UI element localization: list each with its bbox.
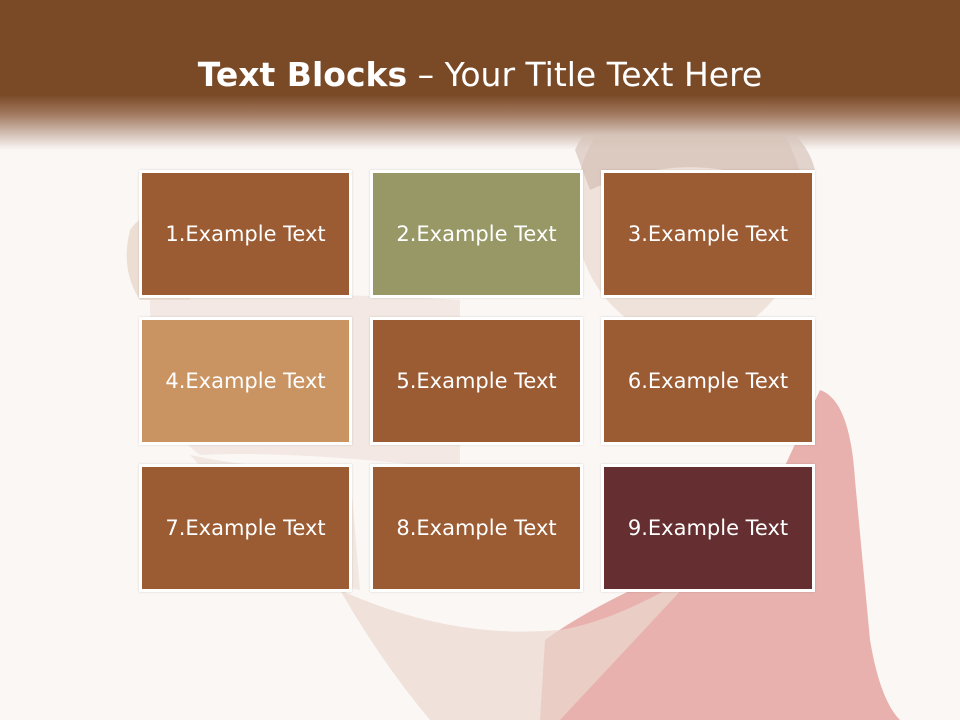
text-block-6[interactable]: 6.Example Text <box>601 317 815 445</box>
text-block-4[interactable]: 4.Example Text <box>139 317 352 445</box>
text-block-5[interactable]: 5.Example Text <box>370 317 583 445</box>
text-block-3[interactable]: 3.Example Text <box>601 170 815 298</box>
title-dash: – <box>407 55 445 94</box>
text-block-9[interactable]: 9.Example Text <box>601 464 815 592</box>
text-block-7[interactable]: 7.Example Text <box>139 464 352 592</box>
slide-title: Text Blocks – Your Title Text Here <box>0 52 960 98</box>
text-block-2[interactable]: 2.Example Text <box>370 170 583 298</box>
header-band <box>0 0 960 150</box>
text-block-8[interactable]: 8.Example Text <box>370 464 583 592</box>
text-block-1[interactable]: 1.Example Text <box>139 170 352 298</box>
title-rest: Your Title Text Here <box>444 55 763 94</box>
title-bold: Text Blocks <box>197 55 408 94</box>
